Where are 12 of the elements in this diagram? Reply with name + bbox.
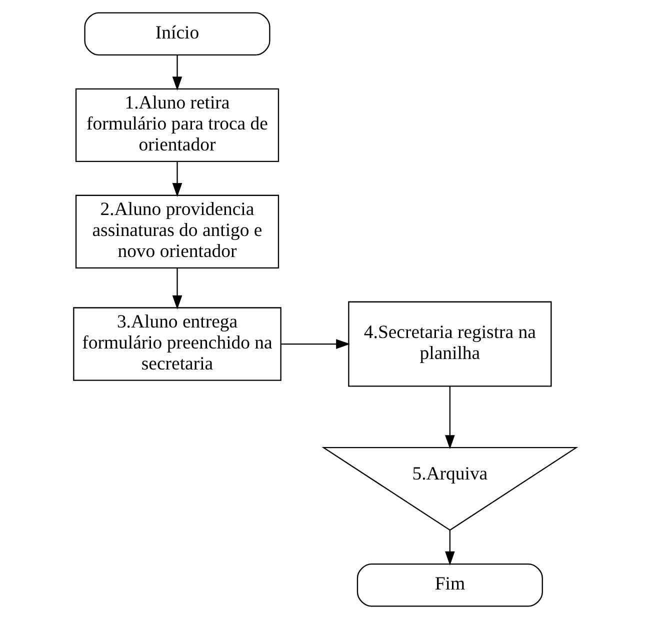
node-box: Fim xyxy=(356,563,543,607)
node-box: 3.Aluno entrega formulário preenchido na secretaria xyxy=(73,307,282,381)
arrow xyxy=(445,386,455,450)
node-box: 4.Secretaria registra na planilha xyxy=(348,301,552,387)
arrow xyxy=(445,530,455,566)
arrow xyxy=(281,339,350,349)
arrow xyxy=(172,162,182,198)
node-box: Início xyxy=(84,12,270,56)
node-box: 1.Aluno retira formulário para troca de orientador xyxy=(75,88,280,162)
arrow xyxy=(172,55,182,91)
node-box: 2.Aluno providencia assinaturas do antigo e novo orientador xyxy=(75,194,280,269)
arrow xyxy=(172,268,182,310)
